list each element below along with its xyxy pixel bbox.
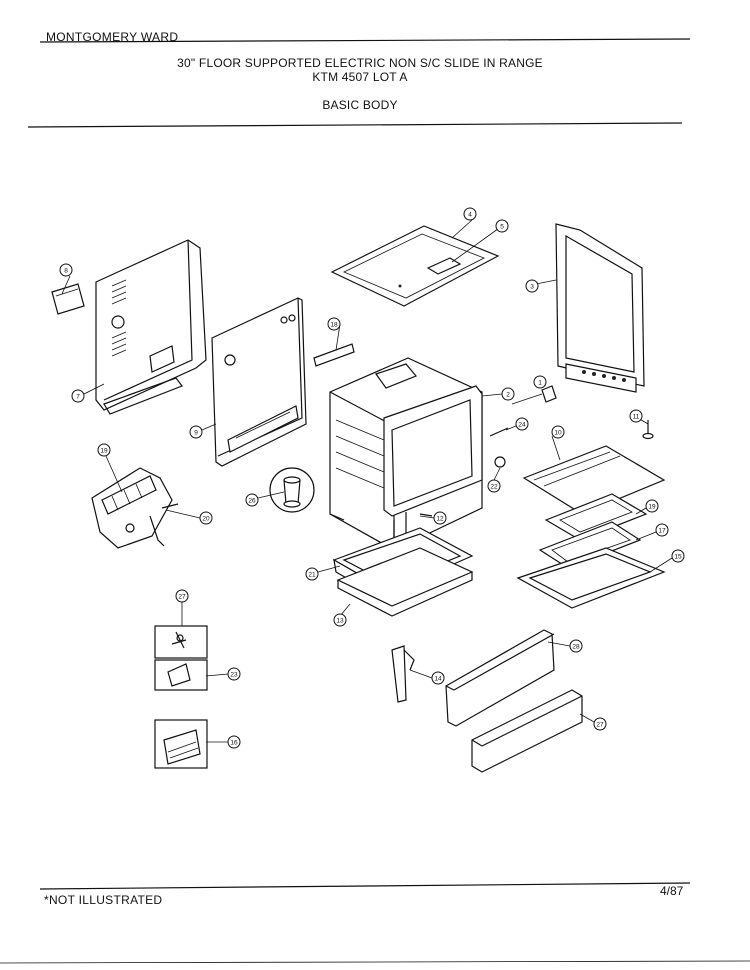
svg-text:5: 5 (500, 224, 504, 231)
svg-text:21: 21 (308, 572, 316, 579)
part-bushing (541, 385, 557, 403)
detail-clip-box (154, 659, 208, 691)
svg-text:12: 12 (436, 516, 444, 523)
svg-text:3: 3 (530, 284, 534, 291)
callout-1: 1 (533, 375, 547, 389)
part-drawer-panel (471, 689, 583, 773)
part-pin (489, 427, 509, 437)
callout-4: 4 (463, 207, 477, 221)
svg-text:24: 24 (518, 422, 526, 429)
svg-text:15: 15 (674, 554, 682, 561)
svg-text:7: 7 (76, 394, 80, 401)
svg-text:16: 16 (230, 740, 238, 747)
svg-text:27: 27 (596, 722, 604, 729)
page-edge-rule (0, 960, 750, 964)
callout-7: 7 (71, 389, 85, 403)
callout-23: 23 (227, 667, 241, 681)
callout-27a: 27 (175, 589, 189, 603)
svg-text:1: 1 (538, 380, 542, 387)
svg-text:2: 2 (506, 392, 510, 399)
detail-terminal-block (91, 467, 179, 549)
detail-block-box (154, 719, 208, 769)
callout-27: 27 (593, 717, 607, 731)
part-drawer-liner (516, 547, 666, 609)
part-oven-rack (522, 445, 666, 515)
callout-12: 12 (433, 511, 447, 525)
svg-text:27: 27 (178, 594, 186, 601)
callout-11: 11 (629, 409, 643, 423)
svg-text:11: 11 (633, 414, 640, 421)
part-broiler-grid (538, 521, 642, 569)
part-storage-drawer (332, 527, 474, 617)
part-cooktop (330, 225, 500, 307)
svg-text:26: 26 (248, 498, 256, 505)
diagram-title: 30" FLOOR SUPPORTED ELECTRIC NON S/C SLI… (177, 56, 543, 70)
callout-16: 16 (227, 735, 241, 749)
callout-15: 15 (671, 549, 685, 563)
callout-24: 24 (515, 417, 529, 431)
callout-28: 28 (569, 639, 583, 653)
callout-10: 10 (551, 425, 565, 439)
part-clip (494, 456, 506, 468)
svg-text:8: 8 (64, 268, 68, 275)
leader-lines (61, 219, 673, 743)
callout-19b: 19 (645, 499, 659, 513)
part-screw (419, 513, 433, 517)
part-leveling-leg (642, 420, 654, 440)
callout-13: 13 (333, 613, 347, 627)
svg-text:13: 13 (336, 618, 344, 625)
part-oven-body (329, 357, 483, 551)
header-rule (39, 38, 691, 43)
part-inner-back-panel (211, 297, 307, 467)
callout-8: 8 (59, 263, 73, 277)
callout-20: 20 (199, 511, 213, 525)
svg-text:17: 17 (658, 528, 666, 535)
svg-text:18: 18 (330, 322, 338, 329)
part-door-hinge (391, 645, 415, 703)
callout-17: 17 (655, 523, 669, 537)
svg-text:23: 23 (230, 672, 238, 679)
footer-rule (39, 882, 691, 890)
svg-text:14: 14 (434, 676, 442, 683)
revision-date: 4/87 (660, 884, 684, 898)
callout-group: 8 7 9 18 4 5 3 2 1 11 24 22 10 26 19 17 … (59, 207, 685, 749)
callout-21: 21 (305, 567, 319, 581)
callout-19: 19 (97, 443, 111, 457)
svg-text:22: 22 (490, 484, 498, 491)
part-side-panel (555, 223, 645, 393)
not-illustrated-note: *NOT ILLUSTRATED (44, 893, 163, 907)
part-cover-plate (51, 283, 85, 315)
section-rule (27, 122, 683, 128)
callout-22: 22 (487, 479, 501, 493)
detail-switch-box (154, 625, 208, 659)
brand-label: MONTGOMERY WARD (46, 30, 179, 44)
part-broiler-pan (544, 493, 648, 541)
callout-2: 2 (501, 387, 515, 401)
part-rear-panel (95, 239, 207, 415)
svg-text:20: 20 (202, 516, 210, 523)
part-drawer-front (445, 629, 555, 727)
svg-text:10: 10 (554, 430, 562, 437)
callout-26: 26 (245, 493, 259, 507)
svg-text:4: 4 (468, 212, 472, 219)
svg-text:9: 9 (194, 430, 198, 437)
svg-text:19: 19 (648, 504, 656, 511)
callout-3: 3 (525, 279, 539, 293)
svg-text:19: 19 (100, 448, 108, 455)
part-foot (269, 467, 315, 513)
part-bracket (313, 343, 355, 367)
callout-9: 9 (189, 425, 203, 439)
callout-14: 14 (431, 671, 445, 685)
model-number: KTM 4507 LOT A (312, 70, 408, 84)
callout-18: 18 (327, 317, 341, 331)
svg-text:28: 28 (572, 644, 580, 651)
section-title: BASIC BODY (322, 98, 398, 112)
callout-5: 5 (495, 219, 509, 233)
